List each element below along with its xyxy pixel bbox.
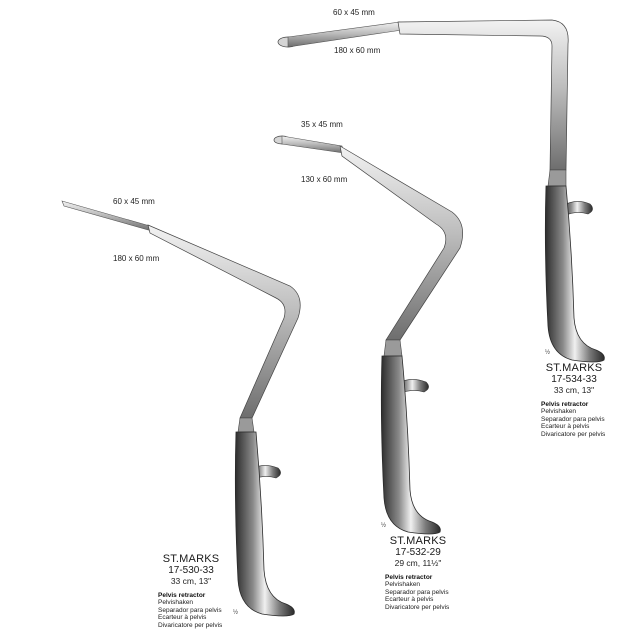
handle [380, 355, 441, 535]
description-fr: Ecarteur à pelvis [541, 423, 590, 430]
blade-dim-large: 180 x 60 mm [113, 254, 160, 263]
description-de: Pelvishaken [158, 599, 194, 606]
product-size: 33 cm, 13" [170, 576, 212, 586]
retractor-17-534-33 [277, 19, 605, 363]
blade-dim-small: 60 x 45 mm [113, 197, 155, 206]
scale-mark: ½ [381, 523, 387, 529]
blade-tip [281, 135, 345, 154]
blade-body [147, 224, 301, 419]
product-label-17-530-33: ST.MARKS 17-530-33 33 cm, 13" Pelvis ret… [158, 553, 224, 629]
description-it: Divaricatore per pelvis [158, 621, 223, 629]
product-label-17-534-33: ST.MARKS 17-534-33 33 cm, 13" Pelvis ret… [541, 362, 607, 438]
description-title: Pelvis retractor [158, 592, 206, 599]
retractor-17-532-29 [273, 135, 463, 535]
description-fr: Ecarteur à pelvis [158, 614, 207, 621]
shaft [383, 339, 403, 357]
shaft [547, 169, 567, 187]
product-code: 17-534-33 [551, 374, 597, 385]
description-es: Separador para pelvis [541, 415, 605, 423]
handle [544, 185, 605, 363]
description-es: Separador para pelvis [158, 606, 222, 614]
brand-name: ST.MARKS [389, 535, 447, 547]
description-es: Separador para pelvis [385, 588, 449, 596]
blade-body [397, 19, 569, 171]
description-title: Pelvis retractor [385, 574, 433, 581]
retractor-17-530-33 [61, 200, 301, 617]
description-de: Pelvishaken [385, 581, 421, 588]
description-de: Pelvishaken [541, 408, 577, 415]
blade-tip [287, 21, 403, 48]
brand-name: ST.MARKS [545, 362, 603, 374]
description-title: Pelvis retractor [541, 401, 589, 408]
scale-mark: ½ [233, 610, 239, 616]
handle [234, 431, 295, 617]
product-label-17-532-29: ST.MARKS 17-532-29 29 cm, 11½" Pelvis re… [385, 535, 451, 611]
blade-dim-small: 35 x 45 mm [301, 120, 343, 129]
product-size: 29 cm, 11½" [394, 558, 442, 568]
description-it: Divaricatore per pelvis [541, 430, 606, 438]
shaft [237, 417, 255, 433]
product-code: 17-530-33 [168, 565, 214, 576]
blade-body [339, 145, 463, 341]
product-code: 17-532-29 [395, 547, 441, 558]
description-fr: Ecarteur à pelvis [385, 596, 434, 603]
scale-mark: ½ [545, 350, 551, 356]
finger-rest [561, 201, 593, 217]
blade-dim-large: 130 x 60 mm [301, 175, 348, 184]
product-size: 33 cm, 13" [553, 385, 595, 395]
blade-dim-large: 180 x 60 mm [334, 46, 381, 55]
blade-dim-small: 60 x 45 mm [333, 8, 375, 17]
brand-name: ST.MARKS [162, 553, 220, 565]
description-it: Divaricatore per pelvis [385, 603, 450, 611]
